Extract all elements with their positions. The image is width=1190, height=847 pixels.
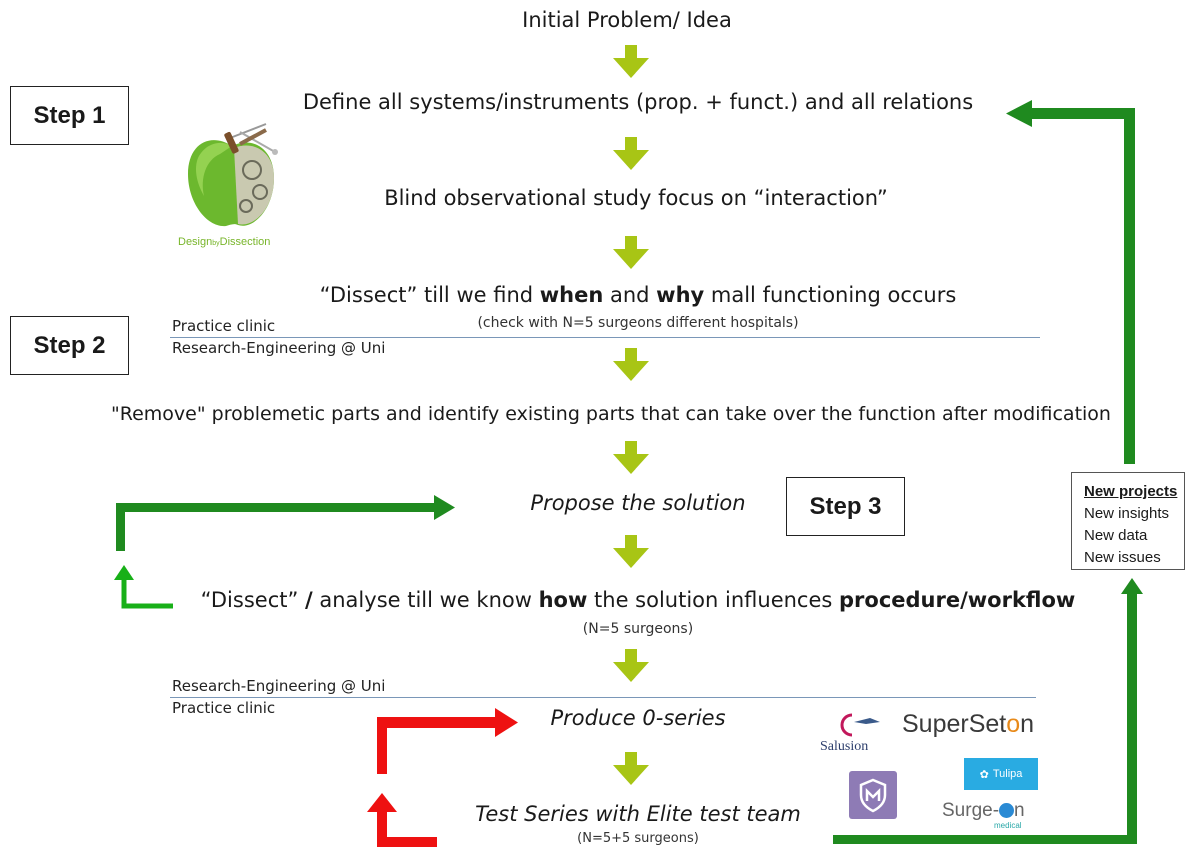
red-return-bar [377,837,437,847]
superseton-logo: SuperSeton [902,710,1034,739]
dissect1-why: why [656,283,705,307]
superseton-text-a: SuperSet [902,710,1007,738]
legend-new-data: New data [1084,527,1148,544]
dissect2-part-c: analyse till we know [312,588,539,612]
produce-0-series: Produce 0-series [550,706,726,730]
surgeon-text-a: Surge- [942,800,1000,821]
legend-new-insights: New insights [1084,505,1170,522]
down-arrow-icon [613,137,649,170]
feedback-left-arrowhead [1006,100,1032,127]
red-loop-shaft [377,717,387,774]
test-series-note: (N=5+5 surgeons) [577,831,699,846]
divider1-line [170,337,1040,338]
divider2-bottom-label: Practice clinic [172,699,276,717]
remove-parts: "Remove" problemetic parts and identify … [111,403,1111,425]
step-1-box: Step 1 [10,86,129,145]
down-arrow-icon [613,441,649,474]
dissect1-when: when [539,283,604,307]
legend-new-projects: New projects [1084,483,1178,500]
dissect2-part-a: “Dissect” [200,588,306,612]
dissect2-slash: / [305,588,313,612]
down-arrow-icon [613,752,649,785]
red-return-arrowhead [367,793,397,812]
left-loop-return [121,577,173,609]
left-loop-return-arrowhead [114,565,134,580]
surgeon-logo: Surge-n [942,800,1025,822]
dissect1-note: (check with N=5 surgeons different hospi… [477,315,799,331]
dissect2-part-e: the solution influences [587,588,840,612]
left-loop-top-bar [116,503,436,512]
divider1-top-label: Practice clinic [172,317,276,335]
shield-logo-tile [849,771,897,819]
left-loop-arrowhead [434,495,455,520]
dissect2-procedure: procedure/workflow [839,588,1076,612]
tulipa-logo: ✿ Tulipa [964,758,1038,790]
design-by-dissection-apple-icon [188,123,278,227]
dissect-find-step: “Dissect” till we find when and why mall… [43,283,1190,307]
down-arrow-icon [613,348,649,381]
down-arrow-icon [613,649,649,682]
dissect1-part-a: “Dissect” till we find [319,283,540,307]
feedback-top-bar [1030,108,1135,119]
step-1-label: Step 1 [33,101,106,129]
design-by-dissection-logo-text: DesignbyDissection [178,236,270,248]
feedback-up-shaft [1127,592,1137,844]
feedback-bottom-bar [833,835,1133,844]
divider2-line [170,697,1036,698]
initial-problem: Initial Problem/ Idea [522,8,732,32]
red-loop [367,708,518,847]
dissect1-part-e: mall functioning occurs [704,283,957,307]
feedback-loop-left [116,495,455,551]
salusion-logo-text: Salusion [820,739,869,754]
step-2-box: Step 2 [10,316,129,375]
dissect1-part-c: and [603,283,657,307]
feedback-up-arrowhead [1121,578,1143,594]
step-3-box: Step 3 [786,477,905,536]
surgeon-subtext: medical [994,821,1022,830]
step-3-label: Step 3 [809,492,882,520]
dissect-analyse-step: “Dissect” / analyse till we know how the… [43,588,1190,612]
superseton-text-n: n [1020,710,1035,738]
down-arrow-icon [613,45,649,78]
divider1-bottom-label: Research-Engineering @ Uni [172,339,386,357]
red-loop-bar [377,717,497,728]
superseton-text-o: o [1006,710,1021,738]
blind-study: Blind observational study focus on “inte… [384,186,888,210]
feedback-right-shaft [1124,108,1135,464]
logo-by-word: by [212,240,220,247]
red-return-shaft [377,810,387,847]
shield-m-icon [859,778,887,813]
salusion-logo-icon [840,713,880,737]
test-series: Test Series with Elite test team [475,802,801,826]
dissect2-how: how [538,588,588,612]
outcomes-legend: New projects New insights New data New i… [1071,472,1185,570]
down-arrow-icon [613,535,649,568]
dissect2-note: (N=5 surgeons) [582,621,694,637]
define-systems: Define all systems/instruments (prop. + … [302,90,974,114]
left-loop-shaft [116,503,125,551]
logo-dissection-word: Dissection [219,236,271,248]
red-loop-arrowhead [495,708,518,737]
divider2-top-label: Research-Engineering @ Uni [172,677,386,695]
propose-solution: Propose the solution [530,491,746,515]
surgeon-o-dot-icon [999,803,1015,818]
down-arrow-icon [613,236,649,269]
surgeon-text-n: n [1014,800,1025,821]
tulipa-flower-icon: ✿ [979,768,989,781]
tulipa-text: Tulipa [992,768,1023,780]
feedback-loop-right [833,100,1143,844]
logo-design-word: Design [178,236,213,248]
legend-new-issues: New issues [1084,549,1161,566]
step-2-label: Step 2 [33,331,106,359]
